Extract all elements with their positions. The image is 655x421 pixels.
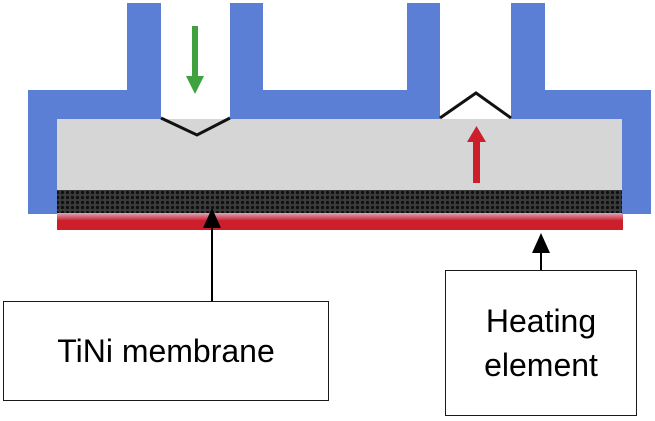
pump-chamber	[57, 119, 623, 191]
heating-element-label: Heating element	[445, 270, 637, 416]
pump-housing	[28, 3, 651, 214]
inlet-valve	[160, 116, 231, 137]
outlet-valve	[439, 91, 512, 120]
tini-membrane	[57, 190, 623, 214]
heating-element	[57, 213, 623, 230]
arrow-down-icon	[186, 26, 204, 94]
heater-pointer	[532, 233, 550, 270]
membrane-pointer	[203, 208, 221, 301]
heating-label-line2: element	[484, 347, 598, 383]
arrow-up-icon	[467, 126, 486, 183]
tini-membrane-label: TiNi membrane	[3, 301, 329, 401]
tini-membrane-label-text: TiNi membrane	[57, 333, 275, 369]
heating-label-line1: Heating	[485, 303, 597, 339]
